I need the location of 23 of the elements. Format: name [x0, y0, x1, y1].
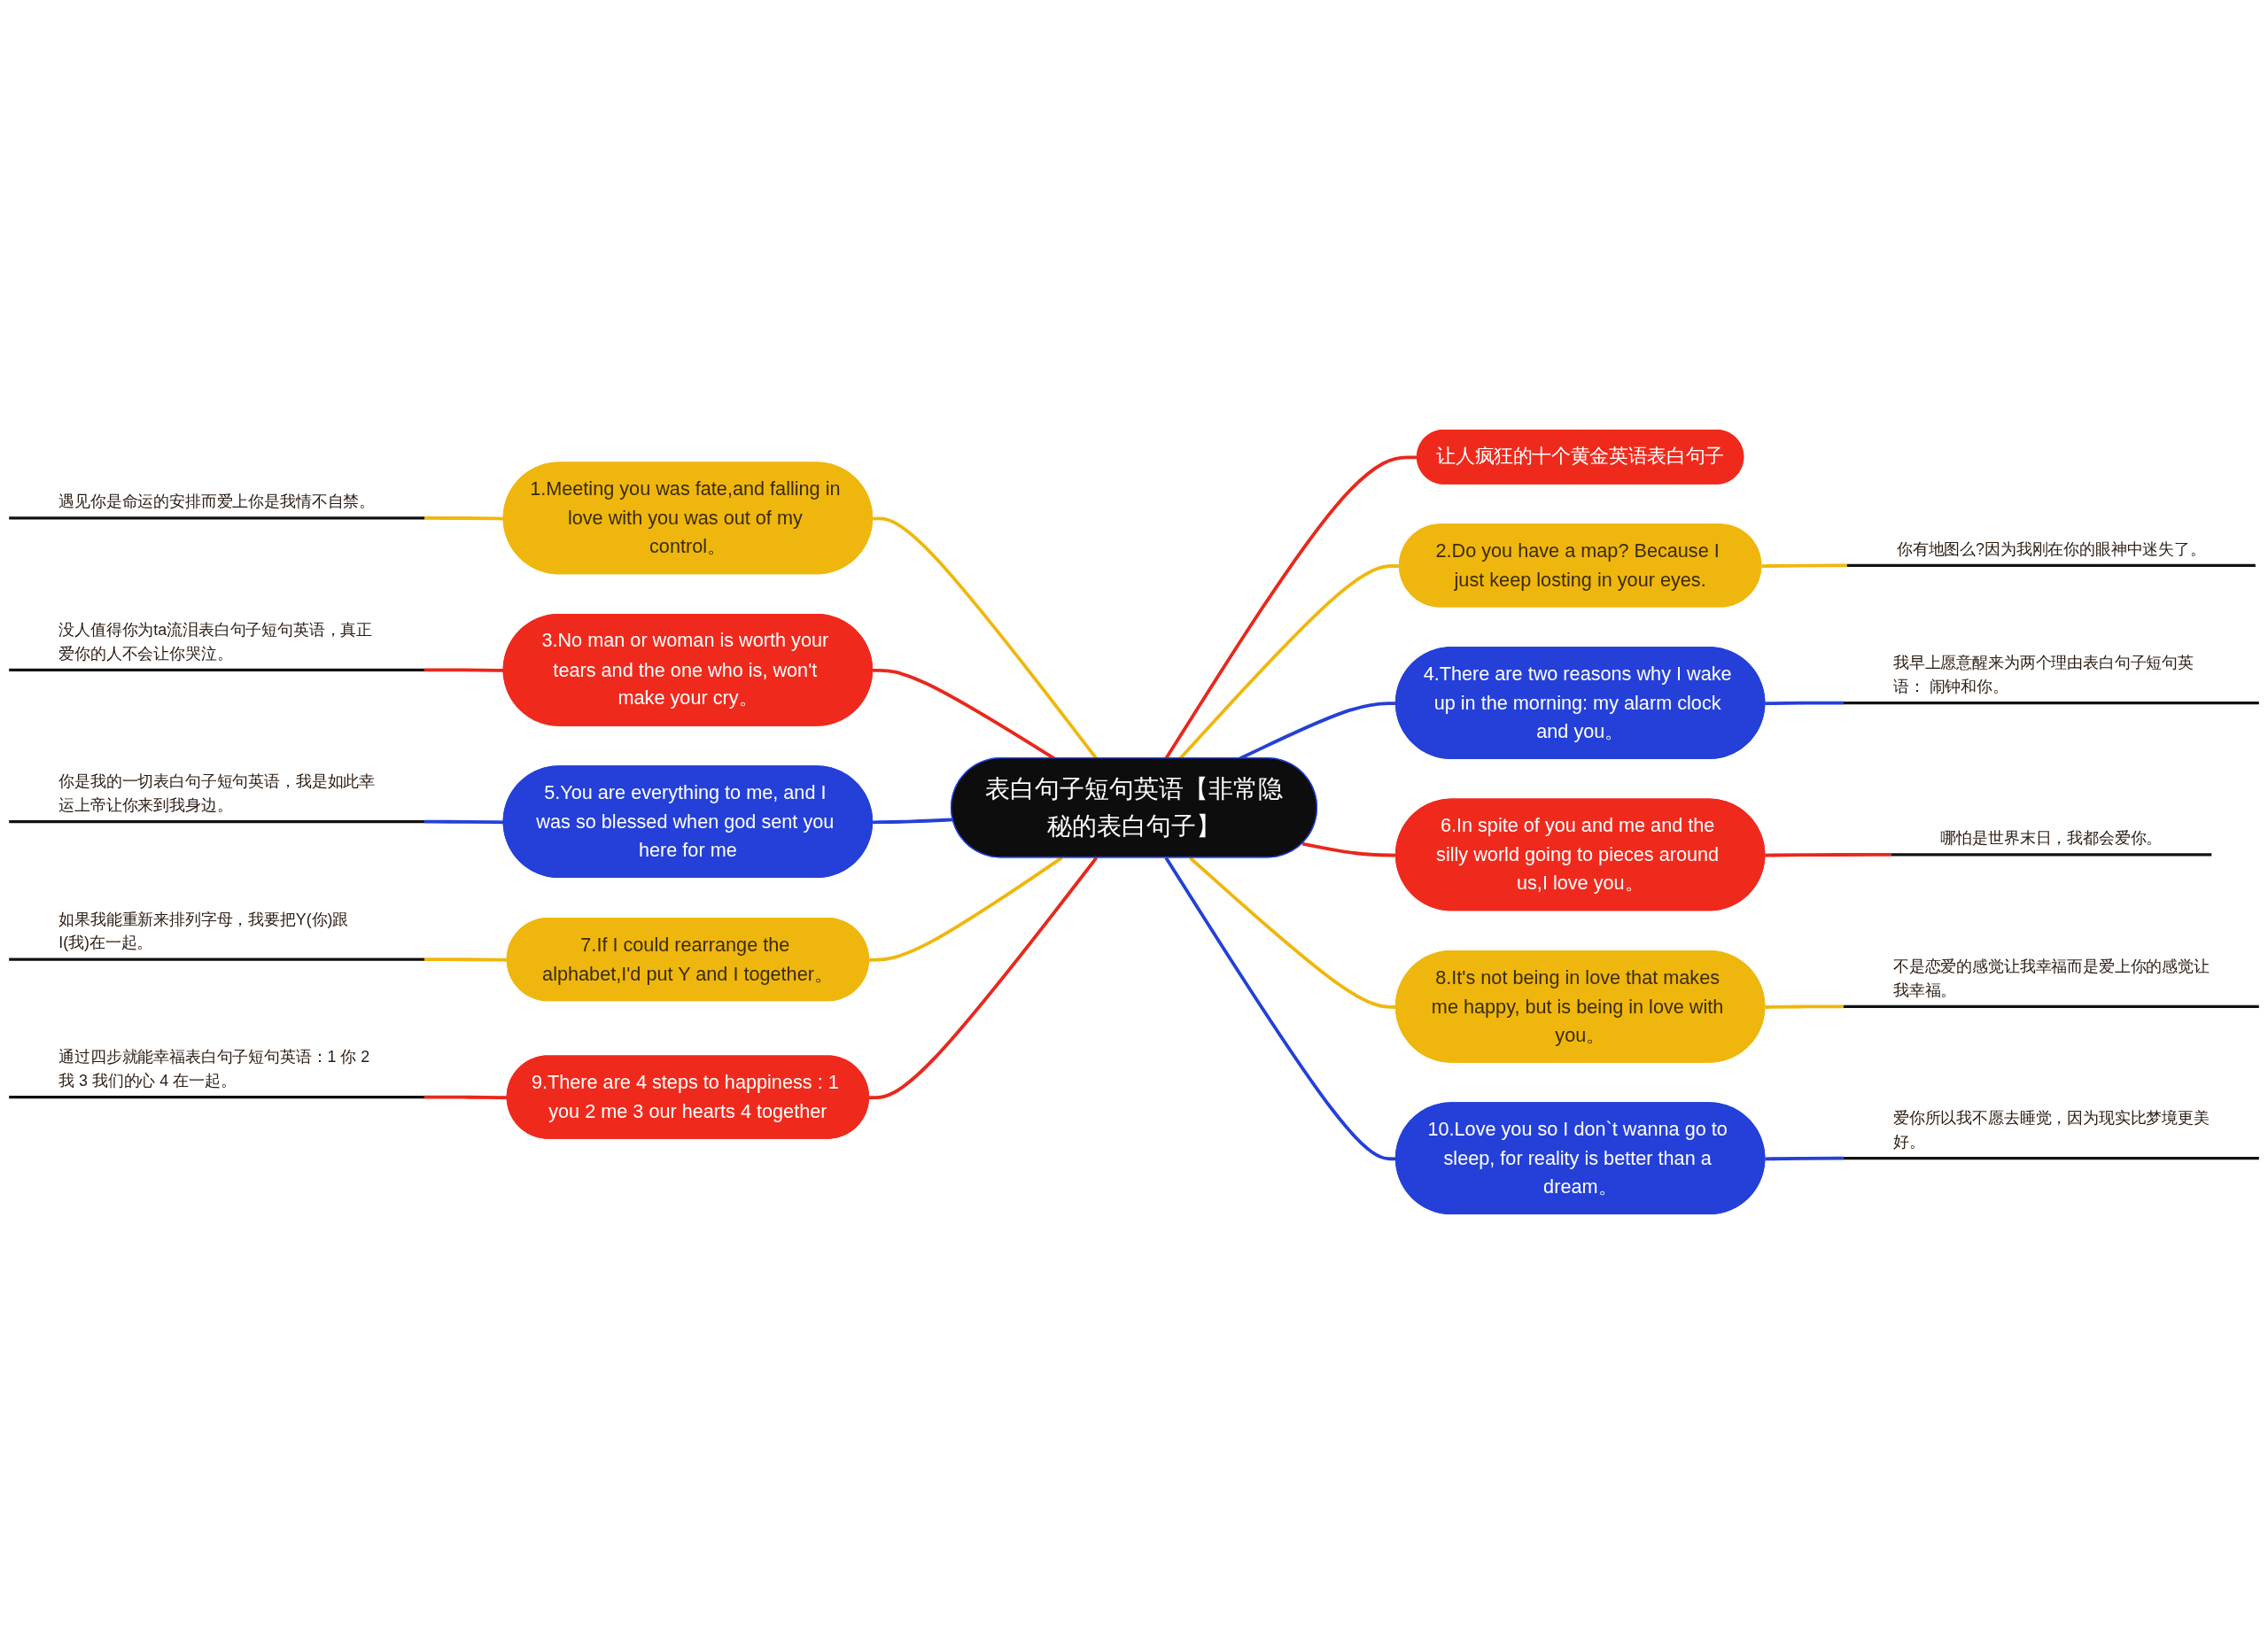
node-text: 哪怕是世界末日，我都会爱你。: [1940, 828, 2163, 848]
connector: [1765, 853, 1891, 857]
node-text: 你是我的一切表白句子短句英语，我是如此幸运上帝让你来到我身边。: [58, 772, 376, 814]
connector: [424, 958, 508, 962]
node-text: 爱你所以我不愿去睡觉，因为现实比梦境更美好。: [1892, 1108, 2210, 1151]
node-text: 不是恋爱的感觉让我幸福而是爱上你的感觉让我幸福。: [1892, 957, 2210, 999]
node-text: 我早上愿意醒来为两个理由表白句子短句英语： 闹钟和你。: [1892, 653, 2194, 695]
connector: [424, 819, 504, 825]
connector: [868, 857, 1099, 1100]
connector: [424, 1095, 508, 1100]
node-text: 如果我能重新来排列字母，我要把Y(你)跟I(我)在一起。: [58, 910, 349, 952]
connector: [868, 856, 1063, 962]
node-text: 通过四步就能幸福表白句子短句英语：1 你 2 我 3 我们的心 4 在一起。: [58, 1047, 370, 1090]
connector: [1761, 563, 1847, 568]
node-text: 你有地图么?因为我刚在你的眼神中迷失了。: [1896, 539, 2206, 558]
node-text: 遇见你是命运的安排而爱上你是我情不自禁。: [58, 492, 376, 510]
node-text: 没人值得你为ta流泪表白句子短句英语，真正爱你的人不会让你哭泣。: [58, 620, 373, 663]
connector: [873, 818, 953, 825]
connector: [1765, 1156, 1844, 1161]
connector: [1765, 1004, 1844, 1009]
connector: [424, 516, 504, 521]
connector: [424, 668, 504, 672]
connector: [1765, 701, 1844, 706]
